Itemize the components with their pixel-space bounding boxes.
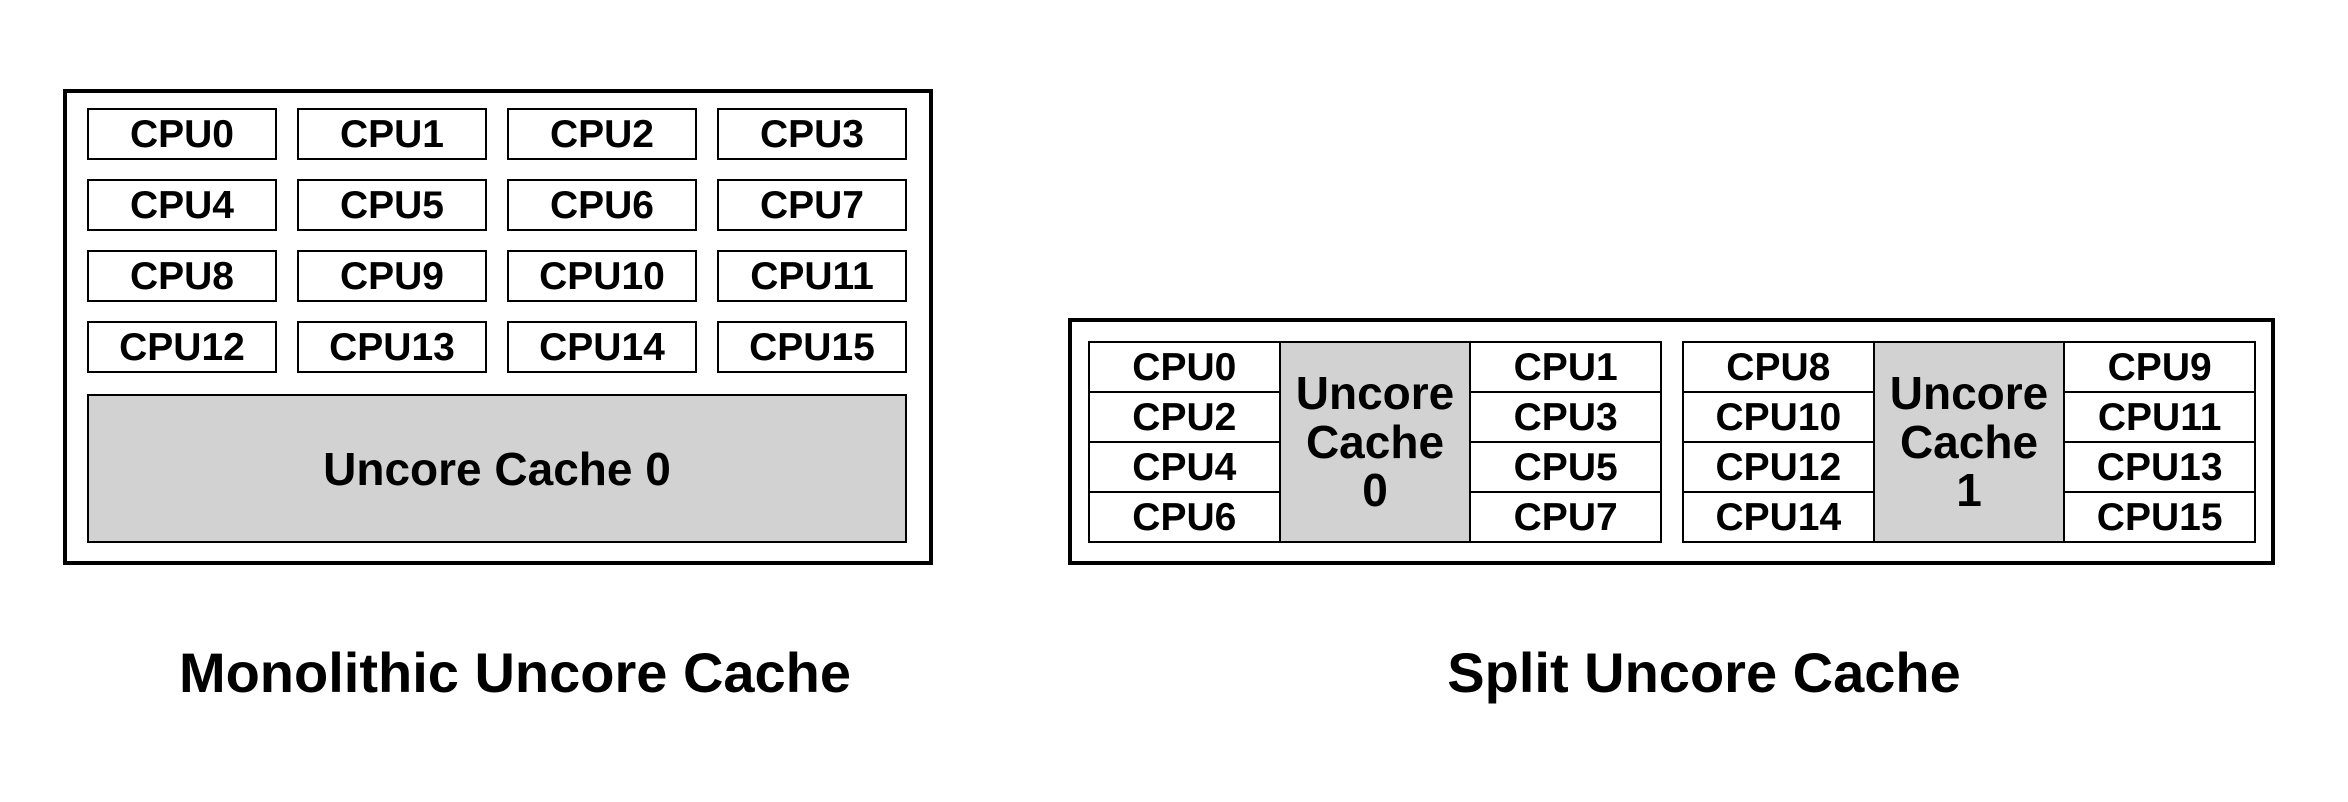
split-group-1: CPU8 CPU10 CPU12 CPU14 Uncore Cache 1 CP… — [1682, 341, 2256, 543]
uncore-cache-1-cell: Uncore Cache 1 — [1874, 343, 2064, 541]
cache-line: 0 — [1362, 464, 1388, 517]
cpu-box-cpu15: CPU15 — [717, 321, 907, 373]
cpu-box-cpu0: CPU0 — [87, 108, 277, 160]
split-group-0: CPU0 CPU2 CPU4 CPU6 Uncore Cache 0 CPU1 … — [1088, 341, 1662, 543]
cpu-cell-cpu0: CPU0 — [1090, 343, 1279, 391]
cpu-box-cpu13: CPU13 — [297, 321, 487, 373]
cpu-cell-cpu8: CPU8 — [1684, 343, 1873, 391]
uncore-cache-0-cell: Uncore Cache 0 — [1280, 343, 1470, 541]
cpu-box-cpu9: CPU9 — [297, 250, 487, 302]
uncore-cache-0-box: Uncore Cache 0 — [87, 394, 907, 543]
cpu-box-cpu14: CPU14 — [507, 321, 697, 373]
cpu-cell-cpu12: CPU12 — [1684, 443, 1873, 491]
cache-line: Cache — [1305, 415, 1445, 468]
cpu-box-cpu5: CPU5 — [297, 179, 487, 231]
cpu-box-cpu11: CPU11 — [717, 250, 907, 302]
monolithic-diagram: CPU0 CPU1 CPU2 CPU3 CPU4 CPU5 CPU6 CPU7 … — [63, 89, 933, 565]
cpu-box-cpu10: CPU10 — [507, 250, 697, 302]
cpu-cell-cpu9: CPU9 — [2065, 343, 2254, 391]
cpu-cell-cpu7: CPU7 — [1471, 493, 1660, 541]
cpu-box-cpu1: CPU1 — [297, 108, 487, 160]
cpu-cell-cpu11: CPU11 — [2065, 393, 2254, 441]
cpu-cell-cpu5: CPU5 — [1471, 443, 1660, 491]
cache-line: Cache — [1899, 415, 2039, 468]
monolithic-cpu-grid: CPU0 CPU1 CPU2 CPU3 CPU4 CPU5 CPU6 CPU7 … — [87, 108, 907, 373]
cpu-cell-cpu1: CPU1 — [1471, 343, 1660, 391]
split-diagram: CPU0 CPU2 CPU4 CPU6 Uncore Cache 0 CPU1 … — [1068, 318, 2275, 565]
cpu-box-cpu2: CPU2 — [507, 108, 697, 160]
cache-line: Uncore — [1295, 366, 1455, 419]
cpu-cell-cpu4: CPU4 — [1090, 443, 1279, 491]
cpu-cell-cpu6: CPU6 — [1090, 493, 1279, 541]
cpu-cell-cpu15: CPU15 — [2065, 493, 2254, 541]
cpu-box-cpu6: CPU6 — [507, 179, 697, 231]
cpu-cell-cpu13: CPU13 — [2065, 443, 2254, 491]
cpu-box-cpu3: CPU3 — [717, 108, 907, 160]
cpu-cell-cpu14: CPU14 — [1684, 493, 1873, 541]
cpu-cell-cpu3: CPU3 — [1471, 393, 1660, 441]
cpu-cell-cpu2: CPU2 — [1090, 393, 1279, 441]
cache-line: 1 — [1956, 464, 1982, 517]
cpu-box-cpu12: CPU12 — [87, 321, 277, 373]
cpu-box-cpu8: CPU8 — [87, 250, 277, 302]
monolithic-caption: Monolithic Uncore Cache — [178, 641, 852, 704]
cpu-box-cpu7: CPU7 — [717, 179, 907, 231]
split-caption: Split Uncore Cache — [1447, 641, 1961, 704]
cpu-box-cpu4: CPU4 — [87, 179, 277, 231]
cache-line: Uncore — [1889, 366, 2049, 419]
cpu-cell-cpu10: CPU10 — [1684, 393, 1873, 441]
